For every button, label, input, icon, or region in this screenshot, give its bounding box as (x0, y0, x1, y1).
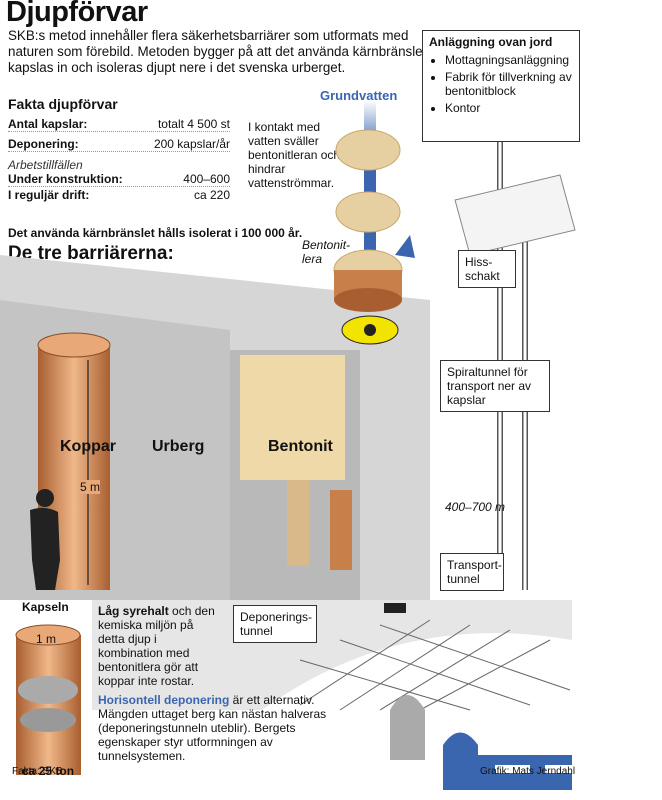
barriers-heading: De tre barriärerna: (8, 243, 174, 264)
surface-item: Kontor (445, 101, 573, 115)
fact-row: Deponering: 200 kapslar/år (8, 137, 230, 152)
groundwater-label: Grundvatten (320, 88, 398, 103)
copper-label: Koppar (60, 438, 116, 455)
intro-text: SKB:s metod innehåller flera säkerhetsba… (8, 28, 427, 75)
surface-facility-box: Anläggning ovan jord Mottagningsanläggni… (422, 30, 580, 142)
fact-row: Antal kapslar: totalt 4 500 st (8, 117, 230, 132)
horizontal-text: är ett alternativ. Mängden uttaget berg … (98, 693, 327, 763)
horizontal-bold: Horisontell deponering (98, 693, 230, 707)
capsule-weight: ca 25 ton (22, 764, 75, 778)
page-title: Djupförvar (6, 0, 148, 28)
facts-subheading: Arbetstillfällen (8, 158, 83, 172)
shaft-callout: Hiss-schakt (458, 250, 516, 288)
transport-callout: Transport-tunnel (440, 553, 504, 591)
vehicle-icon (384, 603, 406, 613)
bentonite-block (240, 355, 345, 480)
surface-item: Mottagningsanläggning (445, 53, 573, 67)
bentonite-clay-label: Bentonit-lera (302, 238, 351, 266)
oxygen-note: Låg syrehalt och den kemiska miljön på d… (98, 604, 223, 688)
depth-label: 400–700 m (445, 500, 506, 514)
oxygen-text: och den kemiska miljön på detta djup i k… (98, 604, 215, 688)
source: Fakta: SKB (12, 766, 63, 777)
fact-label: Antal kapslar: (8, 117, 88, 131)
bentonite-label: Bentonit (268, 438, 333, 455)
horizontal-note: Horisontell deponering är ett alternativ… (98, 693, 338, 763)
fact-label: Deponering: (8, 137, 79, 151)
vertical-deposit-icon (390, 695, 425, 760)
fact-row: Under konstruktion: 400–600 (8, 172, 230, 187)
surface-facility (454, 174, 576, 256)
deposit-callout: Deponerings-tunnel (233, 605, 317, 643)
capsule-heading: Kapseln (22, 600, 69, 614)
fact-value: totalt 4 500 st (157, 117, 230, 131)
capsule-width: 1 m (36, 632, 57, 646)
height-label: 5 m (80, 480, 101, 494)
person-silhouette (30, 507, 60, 590)
surface-item: Fabrik för tillverkning av bentonitblock (445, 70, 573, 98)
groundwater-note: I kontakt med vatten sväller bentonitler… (248, 120, 341, 190)
fact-row: I reguljär drift: ca 220 (8, 188, 230, 202)
fact-label: Under konstruktion: (8, 172, 123, 186)
surface-box-heading: Anläggning ovan jord (429, 35, 553, 49)
groundwater-arrow (364, 100, 376, 270)
fact-value: 200 kapslar/år (153, 137, 230, 151)
capsule-illustration (16, 635, 81, 775)
isolation-note: Det använda kärnbränslet hålls isolerat … (8, 226, 303, 240)
fact-value: ca 220 (193, 188, 230, 202)
fact-label: I reguljär drift: (8, 188, 90, 202)
credit: Grafik: Mats Jerndahl (480, 766, 576, 777)
spiral-callout: Spiraltunnel för transport ner av kapsla… (440, 360, 550, 412)
oxygen-bold: Låg syrehalt (98, 604, 169, 618)
rock-label: Urberg (152, 438, 205, 455)
horizontal-deposit-icon (443, 732, 572, 790)
facts-heading: Fakta djupförvar (8, 96, 118, 112)
fact-value: 400–600 (183, 172, 230, 186)
